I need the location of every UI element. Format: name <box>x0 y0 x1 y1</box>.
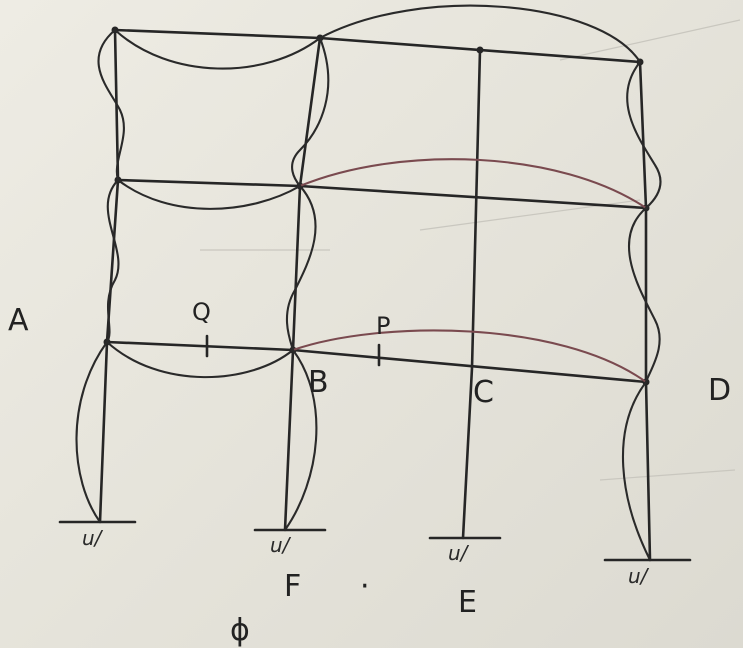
label-f: F <box>284 569 301 604</box>
label-c: C <box>473 375 494 410</box>
svg-text:u/: u/ <box>82 526 104 550</box>
support-4: u/ <box>603 558 692 588</box>
label-p: P <box>376 312 390 340</box>
label-e: E <box>458 585 477 620</box>
column-deflection-curves <box>75 28 662 562</box>
label-q: Q <box>192 298 211 326</box>
beam-deflection-curves <box>105 4 648 384</box>
svg-text:u/: u/ <box>448 541 470 565</box>
svg-text:u/: u/ <box>270 533 292 557</box>
label-b: B <box>308 365 329 400</box>
columns <box>98 28 652 562</box>
mid-beam <box>116 178 648 210</box>
column-3 <box>461 48 482 540</box>
load-ticks <box>205 334 381 367</box>
label-d: D <box>708 373 731 408</box>
faint-guides <box>200 19 741 481</box>
top-beam-left <box>113 28 322 40</box>
support-3: u/ <box>428 536 502 565</box>
label-a: A <box>8 303 29 338</box>
fixed-supports: u/ u/ u/ u/ <box>58 520 692 588</box>
column-4 <box>638 60 652 562</box>
label-dot: · <box>360 569 370 604</box>
column-2 <box>283 36 322 532</box>
support-2: u/ <box>253 528 327 557</box>
label-phi: ϕ <box>230 613 250 648</box>
svg-text:u/: u/ <box>628 564 650 588</box>
support-1: u/ <box>58 520 137 550</box>
point-labels: A Q P B C D F · E ϕ <box>8 298 731 648</box>
